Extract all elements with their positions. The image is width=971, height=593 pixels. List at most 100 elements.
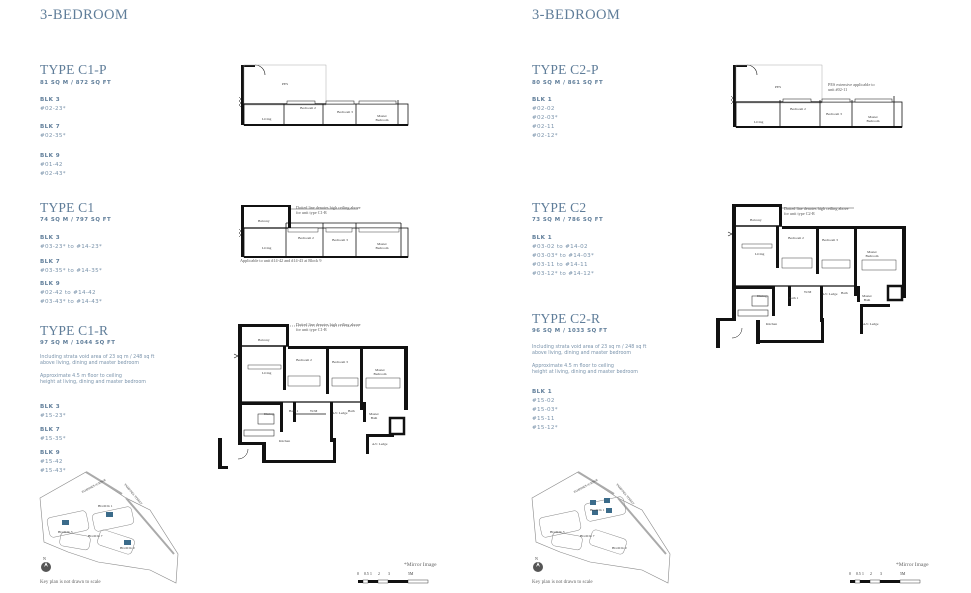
page-title-left: 3-BEDROOM [40, 7, 129, 23]
unit-number: #03-03* to #14-03* [532, 253, 595, 259]
type-c1r-title: TYPE C1-R [40, 323, 109, 338]
scale-tick: 2 [870, 572, 872, 576]
type-c2-title: TYPE C2 [532, 200, 587, 215]
type-c2p-area: 80 SQ M / 861 SQ FT [532, 80, 604, 86]
room-label: Balcony [258, 338, 270, 342]
block-label: BLOCK 9 [612, 546, 627, 550]
scale-bar-left [358, 579, 429, 584]
unit-number: #02-12* [532, 133, 558, 139]
unit-number: #15-03* [532, 407, 558, 413]
key-plan-right [531, 471, 671, 584]
page-title-right: 3-BEDROOM [532, 7, 621, 23]
room-label: Bedroom 2 [790, 107, 806, 111]
room-label: Kitchen [766, 322, 778, 326]
room-label: Kitchen [279, 439, 291, 443]
blk-label: BLK 1 [532, 235, 553, 241]
floor-plan-c1 [238, 205, 409, 258]
room-label: Bedroom 3 [826, 112, 842, 116]
unit-number: #01-42 [40, 162, 63, 168]
key-plan-left [39, 471, 179, 584]
c2r-note: above living, dining and master bedroom [532, 351, 632, 356]
plan-note: Dotted line denotes high ceiling above f… [296, 322, 361, 332]
room-label: Bath 1 [789, 296, 799, 300]
north-label: N [43, 556, 46, 561]
room-label: Living [262, 117, 272, 121]
plan-note: Dotted line denotes high ceiling above f… [296, 205, 361, 215]
unit-number: #15-35* [40, 436, 66, 442]
scale-bar-right [850, 579, 921, 584]
blk-label: BLK 3 [40, 97, 61, 103]
room-label: A/C Ledge [863, 322, 879, 326]
c1r-note: above living, dining and master bedroom [40, 361, 140, 366]
unit-number: #15-43* [40, 468, 66, 474]
room-label: Master Bedroom [866, 115, 880, 123]
room-label: Balcony [750, 218, 762, 222]
unit-number: #03-02 to #14-02 [532, 244, 588, 250]
floor-plan-c2p [730, 64, 903, 128]
scale-tick: 0.5 [856, 572, 861, 576]
floor-plan-c1p [238, 64, 409, 126]
room-label: PES [282, 82, 289, 86]
block-label: BLOCK 7 [580, 534, 595, 538]
room-label: Master Bath [369, 412, 379, 420]
room-label: Living [262, 246, 272, 250]
scale-tick: 1 [370, 572, 372, 576]
scale-tick: 0 [849, 572, 851, 576]
room-label: A/C Ledge [372, 442, 388, 446]
floor-plan-c1r [218, 324, 408, 469]
block-label: BLOCK 1 [98, 504, 113, 508]
scale-tick: 3 [388, 572, 390, 576]
room-label: Bedroom 3 [822, 238, 838, 242]
room-label: Living [262, 371, 272, 375]
block-label: BLOCK 3 [58, 530, 73, 534]
type-c1p-title: TYPE C1-P [40, 62, 107, 77]
c2r-note: Approximate 4.5 m floor to ceiling [532, 364, 614, 369]
unit-number: #15-42 [40, 459, 63, 465]
room-label: Master Bedroom [375, 242, 389, 250]
blk-label: BLK 3 [40, 235, 61, 241]
room-label: Bedroom 3 [337, 110, 353, 114]
room-label: Bath 1 [289, 409, 299, 413]
plan-note: Applicable to unit #14-42 and #14-43 at … [240, 258, 322, 263]
type-c2-area: 73 SQ M / 786 SQ FT [532, 217, 604, 223]
unit-number: #15-12* [532, 425, 558, 431]
floor-plan-c2 [716, 204, 906, 348]
room-label: A/C Ledge [822, 292, 838, 296]
unit-number: #03-43* to #14-43* [40, 299, 103, 305]
unit-number: #02-43* [40, 171, 66, 177]
unit-number: #02-23* [40, 106, 66, 112]
unit-number: #03-23* to #14-23* [40, 244, 103, 250]
key-plan-note: Key plan is not drawn to scale [532, 580, 593, 585]
blk-label: BLK 7 [40, 427, 61, 433]
blk-label: BLK 3 [40, 404, 61, 410]
north-label: N [535, 556, 538, 561]
room-label: Bedroom 2 [296, 358, 312, 362]
room-label: Bedroom 2 [300, 106, 316, 110]
unit-number: #02-35* [40, 133, 66, 139]
room-label: Bedroom 2 [298, 236, 314, 240]
room-label: Master Bedroom [373, 368, 387, 376]
unit-number: #03-11 to #14-11 [532, 262, 588, 268]
scale-tick: 0.5 [364, 572, 369, 576]
mirror-note: *Mirror Image [896, 562, 929, 568]
unit-number: #02-02 [532, 106, 555, 112]
block-label: BLOCK 7 [88, 534, 103, 538]
blk-label: BLK 9 [40, 153, 61, 159]
unit-number: #15-02 [532, 398, 555, 404]
unit-number: #02-03* [532, 115, 558, 121]
room-label: Bath [841, 291, 848, 295]
room-label: Living [754, 120, 764, 124]
unit-number: #02-42 to #14-42 [40, 290, 96, 296]
blk-label: BLK 1 [532, 97, 553, 103]
blk-label: BLK 7 [40, 259, 61, 265]
scale-tick: 5M [900, 572, 906, 576]
type-c1-area: 74 SQ M / 797 SQ FT [40, 217, 112, 223]
room-label: Balcony [258, 219, 270, 223]
key-plan-note: Key plan is not drawn to scale [40, 580, 101, 585]
room-label: Master Bedroom [865, 250, 879, 258]
plan-note: PES extensive applicable to unit #02-11 [828, 82, 875, 92]
room-label: Living [755, 252, 765, 256]
type-c1-title: TYPE C1 [40, 200, 95, 215]
unit-number: #03-12* to #14-12* [532, 271, 595, 277]
type-c1p-area: 81 SQ M / 872 SQ FT [40, 80, 112, 86]
